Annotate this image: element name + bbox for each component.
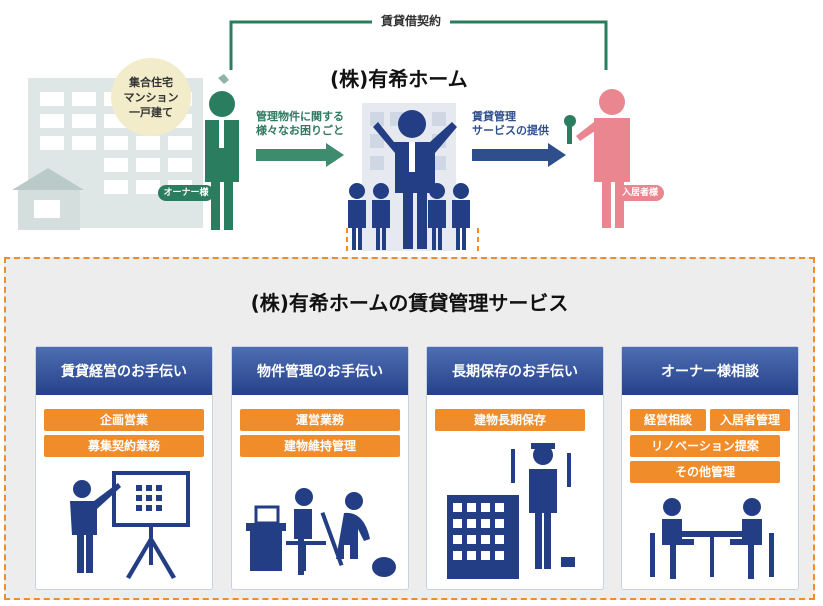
tenant-badge: 入居者様	[616, 185, 664, 201]
service-card-long-term-preservation: 長期保存のお手伝い 建物長期保存	[426, 346, 604, 590]
tag-tenant-management: 入居者管理	[710, 409, 790, 431]
tag-operations: 運営業務	[240, 409, 400, 431]
service-provision-arrow	[472, 143, 566, 167]
card-title: 長期保存のお手伝い	[427, 347, 603, 395]
building-type-apartment: 集合住宅	[129, 75, 173, 89]
services-title: (株)有希ホームの賃貸管理サービス	[250, 291, 569, 315]
staff-group-icon	[348, 110, 470, 250]
consultation-meeting-icon	[650, 498, 774, 579]
building-type-house: 一戸建て	[129, 105, 173, 119]
card-title: 物件管理のお手伝い	[232, 347, 408, 395]
owner-badge: オーナー様	[158, 185, 214, 201]
building-type-mansion: マンション	[123, 90, 179, 104]
key-icon	[564, 115, 576, 144]
tenant-person-icon	[576, 89, 630, 228]
maintenance-worker-icon	[447, 443, 575, 579]
service-card-management-support: 賃貸経営のお手伝い 企画営業 募集契約業務	[35, 346, 213, 590]
owner-person-icon	[205, 74, 239, 230]
owner-problems-label: 管理物件に関する 様々なお困りごと	[256, 110, 344, 137]
office-cleaning-icon	[246, 488, 396, 577]
tag-planning-sales: 企画営業	[44, 409, 204, 431]
tag-renovation-proposal: リノベーション提案	[630, 435, 780, 457]
owner-request-arrow	[256, 143, 344, 167]
tag-building-preservation: 建物長期保存	[435, 409, 585, 431]
top-diagram-graphics	[12, 20, 630, 252]
lease-contract-label: 賃貸借契約	[372, 11, 450, 31]
building-types-bubble: 集合住宅 マンション 一戸建て	[111, 58, 191, 136]
tag-building-maintenance: 建物維持管理	[240, 435, 400, 457]
management-service-label: 賃貸管理 サービスの提供	[472, 110, 549, 137]
company-title: (株)有希ホーム	[330, 67, 468, 91]
card-title: 賃貸経営のお手伝い	[36, 347, 212, 395]
service-card-property-management: 物件管理のお手伝い 運営業務 建物維持管理	[231, 346, 409, 590]
tag-other-management: その他管理	[630, 461, 780, 483]
service-card-owner-consultation: オーナー様相談 経営相談 入居者管理 リノベーション提案 その他管理	[621, 346, 799, 590]
tag-recruit-contract: 募集契約業務	[44, 435, 204, 457]
house-icon	[12, 168, 84, 230]
card-title: オーナー様相談	[622, 347, 798, 395]
tag-business-consultation: 経営相談	[630, 409, 706, 431]
presenter-icon	[70, 471, 190, 579]
